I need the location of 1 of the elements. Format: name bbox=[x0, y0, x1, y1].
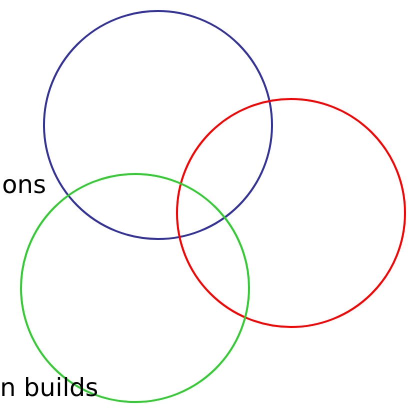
text-label: ons bbox=[2, 172, 46, 197]
